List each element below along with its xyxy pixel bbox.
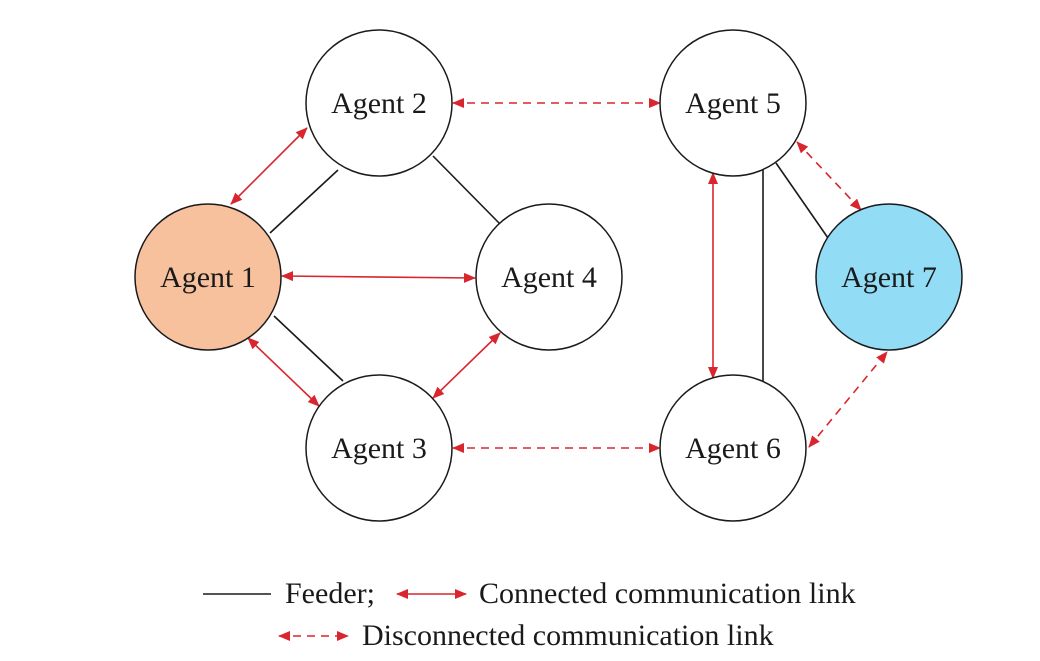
agent-node-6: Agent 6 xyxy=(659,374,807,522)
agent-5-label: Agent 5 xyxy=(685,87,781,120)
agent-node-4: Agent 4 xyxy=(475,203,623,351)
connected-links xyxy=(230,127,718,407)
agent-2-label: Agent 2 xyxy=(331,87,427,120)
link-disconnected-a6-a7 xyxy=(808,351,888,448)
feeder-a5-a7 xyxy=(775,162,829,239)
link-connected-a1-a3 xyxy=(247,337,320,407)
agent-nodes: Agent 1 Agent 2 Agent 3 Agent 4 Agent 5 … xyxy=(134,29,963,522)
agent-node-7: Agent 7 xyxy=(815,203,963,351)
agent-4-circle xyxy=(475,203,623,351)
link-connected-a3-a4 xyxy=(432,332,501,399)
agent-4-label: Agent 4 xyxy=(501,261,597,294)
agent-5-circle xyxy=(659,29,807,177)
legend-connected-label: Connected communication link xyxy=(479,577,856,610)
link-connected-a1-a4 xyxy=(281,271,476,283)
agent-node-3: Agent 3 xyxy=(305,374,453,522)
agent-1-circle xyxy=(134,203,282,351)
agent-6-circle xyxy=(659,374,807,522)
agent-2-circle xyxy=(305,29,453,177)
legend-disconnected-label: Disconnected communication link xyxy=(362,619,774,652)
agent-3-label: Agent 3 xyxy=(331,432,427,465)
agent-6-label: Agent 6 xyxy=(685,432,781,465)
feeder-a1-a3 xyxy=(273,315,344,382)
legend: Feeder; Connected communication link Dis… xyxy=(203,577,856,652)
link-connected-a1-a2 xyxy=(230,127,308,205)
feeder-a2-a4 xyxy=(432,155,501,225)
feeder-a1-a2 xyxy=(269,169,339,234)
agent-3-circle xyxy=(305,374,453,522)
agent-node-1: Agent 1 xyxy=(134,203,282,351)
agent-7-circle xyxy=(815,203,963,351)
agent-node-2: Agent 2 xyxy=(305,29,453,177)
agent-7-label: Agent 7 xyxy=(841,261,937,294)
link-disconnected-a5-a7 xyxy=(796,141,862,211)
disconnected-links xyxy=(452,98,888,453)
agent-node-5: Agent 5 xyxy=(659,29,807,177)
agent-1-label: Agent 1 xyxy=(160,261,256,294)
legend-feeder-label: Feeder; xyxy=(285,577,375,610)
